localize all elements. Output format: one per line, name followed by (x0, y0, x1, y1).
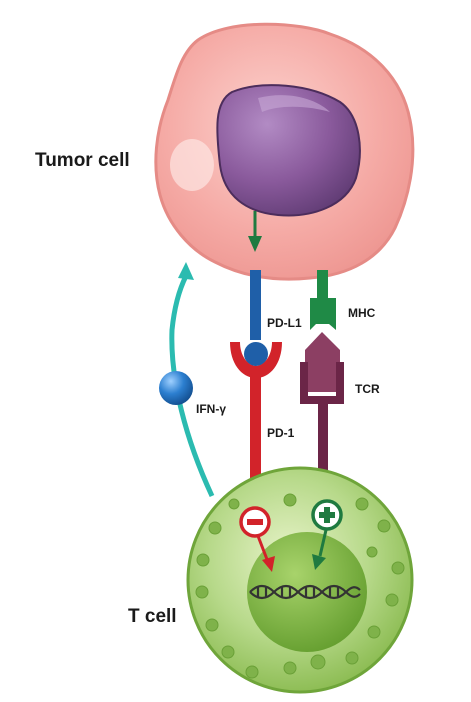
pd-l1-stalk (250, 270, 261, 340)
pd-l1-label: PD-L1 (267, 316, 302, 330)
pd-1-arrow-head (262, 556, 275, 572)
t-cell-granules (195, 493, 405, 679)
tcr-arrow-head (312, 554, 326, 570)
tcr-bracket (300, 362, 344, 470)
pd-1-cup (230, 342, 282, 378)
ifn-gamma-arrow (169, 274, 215, 498)
pd-1-label: PD-1 (267, 426, 295, 440)
tcr-label: TCR (355, 382, 380, 396)
tcr-arrow-shaft (318, 529, 328, 557)
pd-1-arrow-shaft (256, 535, 270, 563)
ifn-gamma-arrowhead (178, 262, 194, 280)
pd-l1-knob (244, 342, 268, 366)
mhc-stalk (317, 270, 328, 300)
tcr-arrowhead (305, 332, 340, 392)
pd-1-stalk (250, 377, 261, 492)
dna-icon (249, 584, 361, 600)
inhibit-sign-bar (247, 519, 263, 525)
mhc-head (310, 298, 336, 330)
activate-sign-vbar (324, 507, 330, 523)
nucleus-shine (258, 95, 330, 112)
tumor-cell-label: Tumor cell (35, 150, 130, 171)
nucleus-arrow-head (248, 236, 262, 252)
t-cell-label: T cell (128, 606, 177, 627)
ifn-gamma-label: IFN-γ (196, 402, 226, 416)
mhc-label: MHC (348, 306, 376, 320)
tumor-highlight (170, 139, 214, 191)
ifn-gamma-ball (159, 371, 193, 405)
tumor-nucleus (216, 84, 361, 217)
